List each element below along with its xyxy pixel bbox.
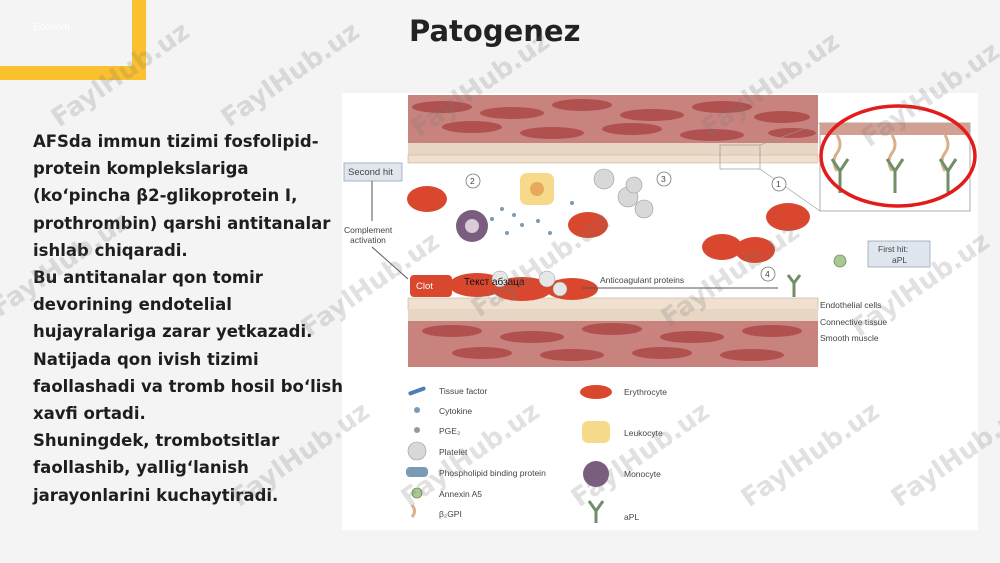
- highlight-circle: [819, 104, 977, 208]
- erythrocytes-lumen: [407, 186, 810, 263]
- second-hit-box: [343, 162, 403, 182]
- paragraph: Natijada qon ivish tizimi faollashadi va…: [33, 349, 344, 424]
- legend-label: Phospholipid binding protein: [439, 468, 546, 478]
- legend-label: β₂GPI: [439, 509, 462, 519]
- tissue-factor-icon: [408, 386, 426, 396]
- paragraph: Bu antitanalar qon tomir devorining endo…: [33, 268, 313, 342]
- annexin-circle: [833, 254, 847, 268]
- step-number: 2: [470, 176, 475, 186]
- step-circles: [465, 171, 787, 282]
- pge2-icon: [414, 427, 420, 433]
- corner-label: Econom: [33, 22, 70, 33]
- layer-label: Endothelial cells: [820, 300, 881, 310]
- legend-label: Tissue factor: [439, 386, 488, 396]
- muscle-cells-bottom: [422, 323, 802, 361]
- upper-connective-tissue: [408, 143, 818, 157]
- apl-antibody: [786, 274, 802, 297]
- cytokines: [490, 201, 574, 235]
- clot-platelets: [491, 270, 568, 297]
- paragraph: AFSda immun tizimi fosfolipid-protein ko…: [33, 132, 331, 260]
- erythrocyte-icon: [580, 385, 612, 399]
- legend: Tissue factor Cytokine PGE₂ Platelet Pho…: [406, 385, 667, 523]
- legend-label: PGE₂: [439, 426, 460, 436]
- complement-label-2: activation: [350, 235, 386, 245]
- phospholipid-protein-icon: [406, 467, 428, 477]
- complement-label-1: Complement: [344, 225, 393, 235]
- layer-label: Smooth muscle: [820, 333, 879, 343]
- step-number: 1: [776, 179, 781, 189]
- pathogenesis-figure: Second hit Complement activation Clot Те…: [342, 93, 978, 530]
- leukocyte-icon: [582, 421, 610, 443]
- step-number: 4: [765, 269, 770, 279]
- annexin-icon: [411, 487, 423, 499]
- layer-label: Connective tissue: [820, 317, 887, 327]
- overlay-text: Текст абзаца: [464, 276, 525, 288]
- clot-label: Clot: [416, 281, 433, 292]
- legend-label: aPL: [624, 512, 639, 522]
- second-hit-label: Second hit: [348, 167, 393, 178]
- complement-arrow: [371, 246, 409, 280]
- apl-icon: [587, 500, 605, 523]
- first-hit-label-1: First hit:: [878, 244, 908, 254]
- zoom-line-bottom: [759, 168, 821, 212]
- corner-accent: [0, 0, 146, 80]
- clot-erythrocyte: [449, 273, 505, 297]
- inset-apl-antibodies: [830, 158, 958, 193]
- zoom-line-top: [759, 122, 821, 146]
- body-text: AFSda immun tizimi fosfolipid-protein ko…: [33, 128, 343, 509]
- legend-label: Leukocyte: [624, 428, 663, 438]
- first-hit-label-2: aPL: [892, 255, 907, 265]
- cytokine-icon: [414, 407, 420, 413]
- zoom-box: [719, 144, 761, 170]
- b2gpi-icon: [410, 504, 416, 518]
- inset-membrane: [820, 123, 970, 135]
- anticoagulant-label: Anticoagulant proteins: [600, 275, 684, 285]
- upper-endothelium: [407, 154, 819, 164]
- paragraph: Shuningdek, trombotsitlar faollashib, ya…: [33, 431, 280, 505]
- lower-connective-tissue: [408, 309, 818, 321]
- platelets: [593, 168, 654, 219]
- monocyte-nucleus: [465, 219, 479, 233]
- corner-accent-inner: [0, 0, 132, 66]
- clot-cell: [410, 275, 452, 297]
- first-hit-box: [867, 240, 931, 268]
- muscle-cells-top: [412, 99, 816, 141]
- platelet-icon: [407, 441, 427, 461]
- legend-label: Annexin A5: [439, 489, 482, 499]
- monocyte-icon: [583, 461, 609, 487]
- step-number: 3: [661, 174, 666, 184]
- legend-label: Monocyte: [624, 469, 661, 479]
- page-title: Patogenez: [409, 14, 581, 48]
- pathogenesis-diagram: Second hit Complement activation Clot Те…: [343, 95, 977, 523]
- legend-label: Erythrocyte: [624, 387, 667, 397]
- legend-label: Platelet: [439, 447, 468, 457]
- legend-label: Cytokine: [439, 406, 472, 416]
- leukocyte-nucleus: [530, 182, 544, 196]
